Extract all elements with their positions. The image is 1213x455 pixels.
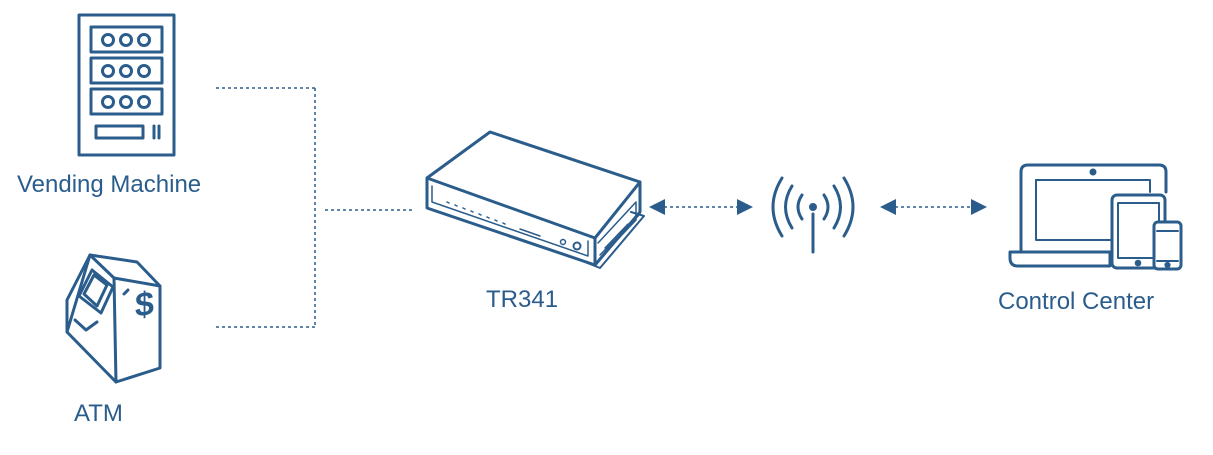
vending-machine-label: Vending Machine: [17, 171, 202, 198]
control-center-label: Control Center: [998, 288, 1155, 315]
vending-machine-icon: [77, 13, 176, 157]
wireless-antenna-icon: [771, 176, 855, 254]
router-icon: [425, 130, 645, 269]
antenna-control-link: [880, 199, 987, 215]
device-connectors: [216, 87, 414, 328]
router-label: TR341: [486, 286, 559, 313]
devices-icon: [1008, 163, 1183, 271]
atm-label: ATM: [74, 400, 123, 427]
router-antenna-link: [649, 199, 753, 215]
dollar-sign-icon: $: [135, 285, 154, 325]
atm-icon: [65, 253, 162, 384]
